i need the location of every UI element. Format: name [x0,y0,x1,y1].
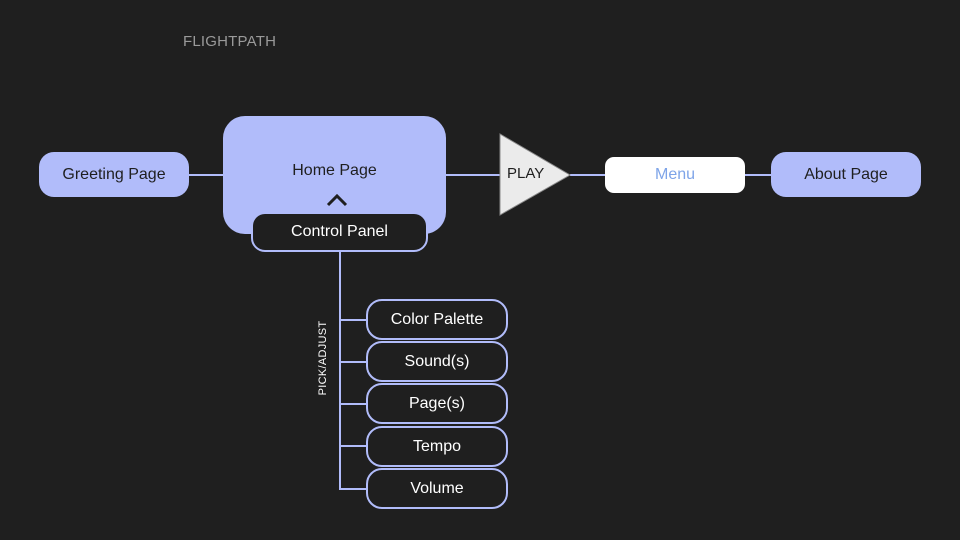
control-panel-node[interactable]: Control Panel [251,212,428,252]
diagram-title: FLIGHTPATH [183,33,277,50]
setting-pages[interactable]: Page(s) [366,383,508,424]
setting-sounds[interactable]: Sound(s) [366,341,508,382]
play-triangle-shape [499,133,571,216]
setting-volume[interactable]: Volume [366,468,508,509]
chevron-up-icon[interactable] [326,193,348,207]
about-page-node[interactable]: About Page [771,152,921,197]
pick-adjust-label: PICK/ADJUST [317,320,329,396]
menu-node[interactable]: Menu [605,157,745,193]
setting-tempo[interactable]: Tempo [366,426,508,467]
setting-color-palette[interactable]: Color Palette [366,299,508,340]
play-label[interactable]: PLAY [507,165,545,182]
greeting-page-node[interactable]: Greeting Page [39,152,189,197]
home-page-label: Home Page [292,162,377,179]
